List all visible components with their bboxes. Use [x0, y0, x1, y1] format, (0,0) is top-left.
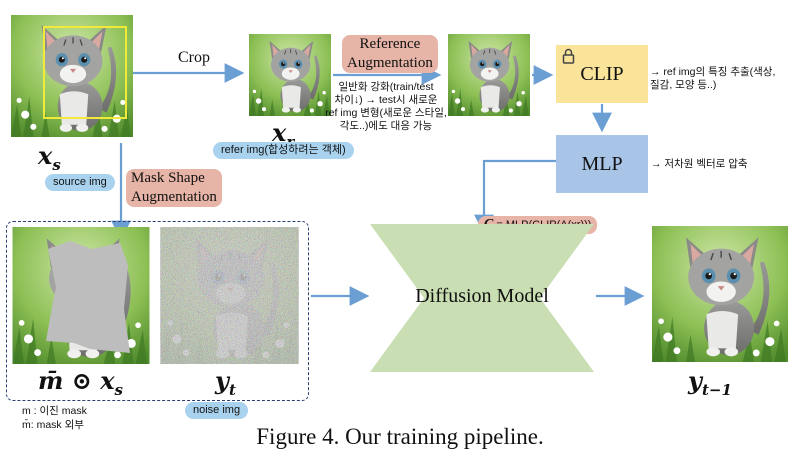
- mask-shape-augmentation-label: Mask Shape Augmentation: [126, 169, 222, 207]
- augmented-reference-image: [446, 34, 532, 116]
- figure-caption: Figure 4. Our training pipeline.: [256, 424, 544, 449]
- source-image: [11, 10, 133, 142]
- source-img-badge: source img: [45, 174, 115, 191]
- mask-region: [46, 241, 130, 353]
- augmentation-note: 일반화 강화(train/test 차이↓) → test시 새로운 ref i…: [325, 81, 447, 132]
- mlp-label: MLP: [581, 152, 623, 175]
- diffusion-model-label: Diffusion Model: [415, 285, 549, 307]
- yt-label: yt: [215, 366, 236, 399]
- reference-image: [248, 34, 332, 116]
- mlp-box: MLP: [556, 135, 648, 193]
- clip-note: → ref img의 특징 추출(색상, 질감, 모양 등..): [650, 66, 776, 91]
- noise-img-badge: noise img: [185, 402, 249, 419]
- lock-icon: [562, 48, 575, 64]
- masked-image: [12, 227, 150, 364]
- masked-label: m̄ ⊙ xs: [38, 366, 123, 399]
- xs-label: xs: [38, 141, 61, 174]
- crop-frame: [43, 26, 127, 119]
- refer-img-badge: refer img(합성하려는 객체): [213, 142, 354, 159]
- clip-label: CLIP: [580, 62, 624, 85]
- crop-label: Crop: [178, 49, 210, 66]
- noise-image: [160, 227, 299, 364]
- input-group-frame: [6, 221, 309, 401]
- legend-mbar: m̄: mask 외부: [22, 419, 84, 431]
- yt1-label: yt−1: [688, 366, 732, 399]
- diffusion-model-block: [370, 224, 594, 372]
- mlp-note: → 저차원 벡터로 압축: [651, 158, 748, 170]
- output-image: [651, 226, 789, 362]
- legend-m: m : 이진 mask: [22, 405, 87, 417]
- xr-label: xr: [272, 118, 294, 151]
- reference-augmentation-label: Reference Augmentation: [342, 35, 438, 73]
